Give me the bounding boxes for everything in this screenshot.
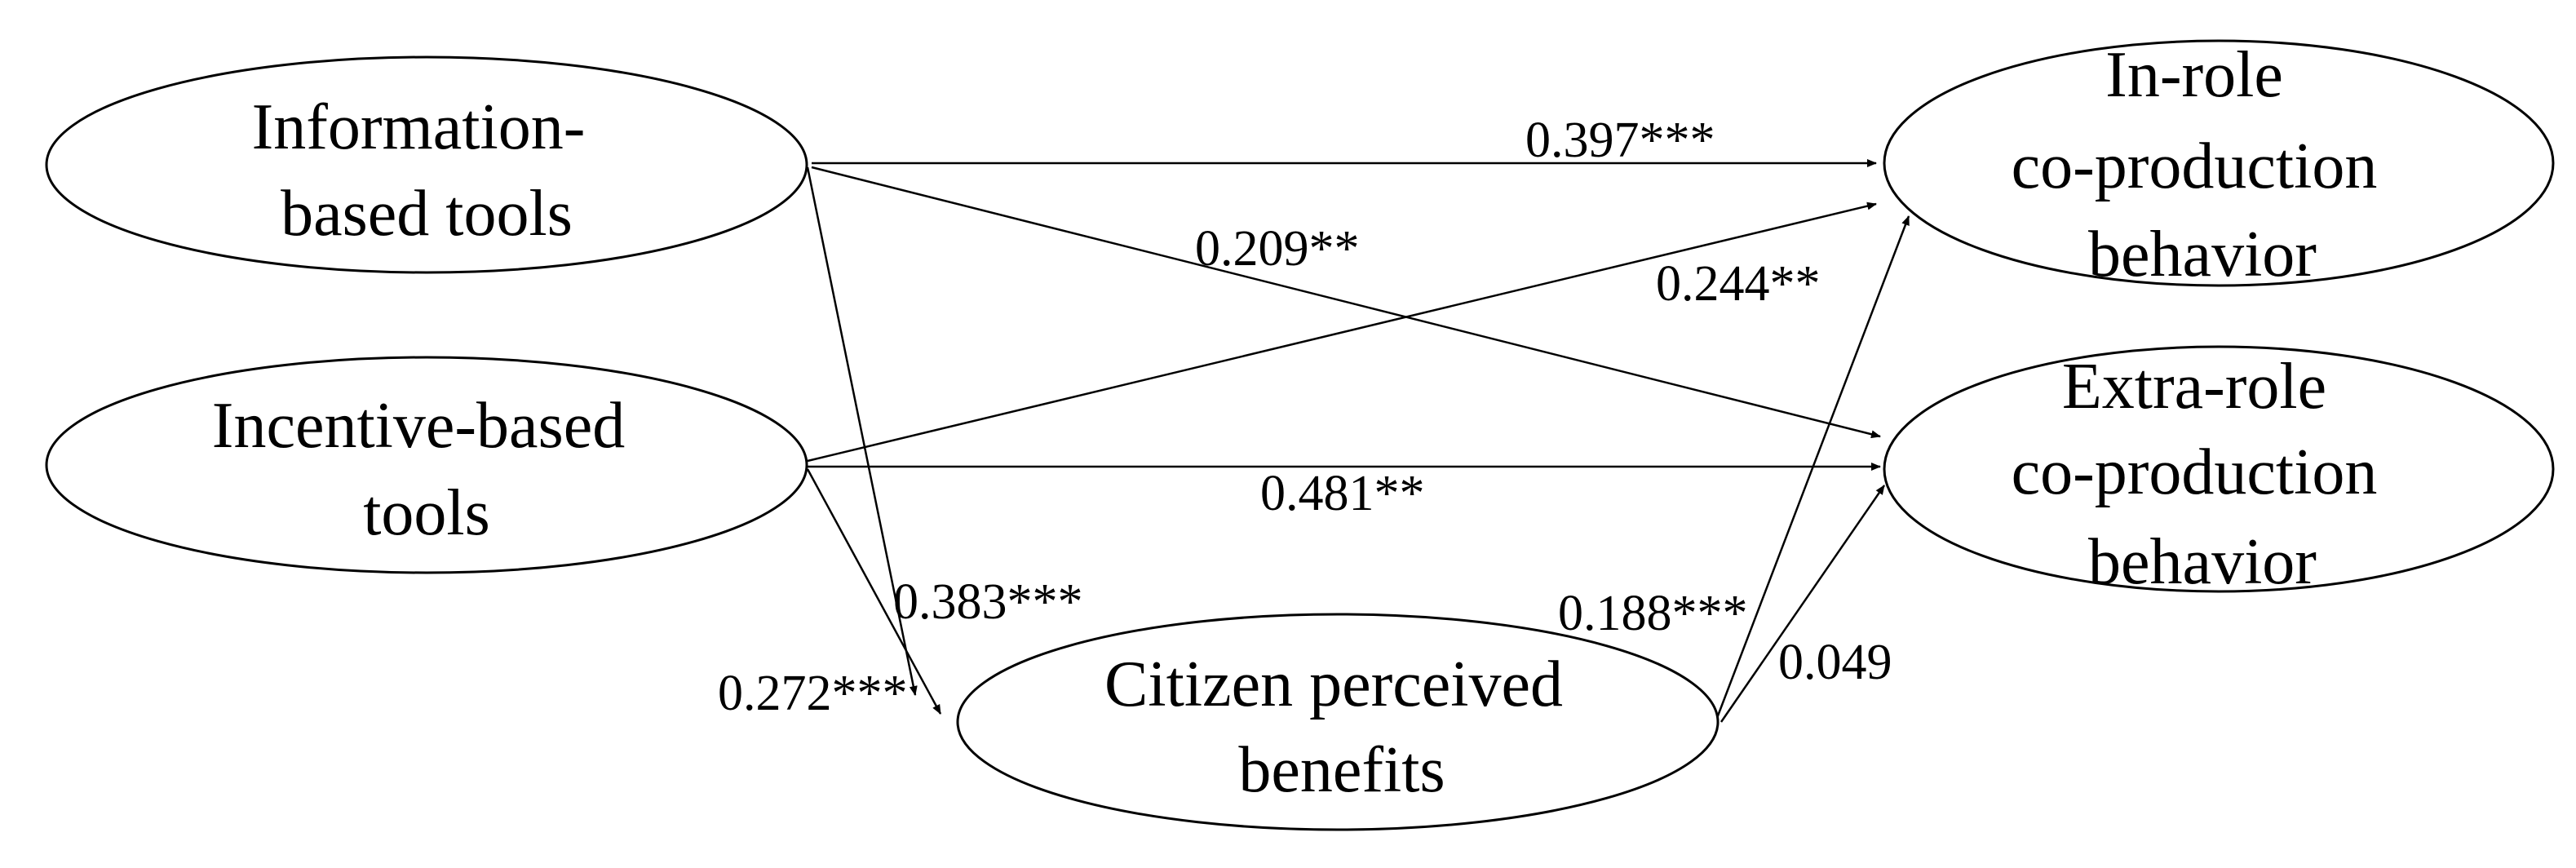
- edge-benefits-to-extrarole: [1720, 485, 1886, 723]
- node-label-line: Citizen perceived: [1104, 649, 1563, 720]
- svg-text:Information- based tools: Information- based tools: [252, 91, 602, 250]
- edges: [806, 159, 1910, 723]
- node-incentive-based-tools: Incentive-based tools: [45, 356, 808, 574]
- coef-benefits-to-extrarole: 0.049: [1778, 635, 1892, 690]
- edge-benefits-to-inrole: [1715, 215, 1910, 719]
- node-label-line: behavior: [2088, 219, 2317, 290]
- edge-incentive-to-inrole: [807, 202, 1877, 463]
- edge-info-to-benefits: [806, 166, 918, 696]
- coef-info-to-inrole: 0.397***: [1525, 113, 1715, 168]
- node-label-line: based tools: [281, 178, 573, 250]
- coef-info-to-extrarole: 0.209**: [1195, 221, 1360, 277]
- node-label-line: benefits: [1238, 734, 1445, 806]
- coef-info-to-benefits: 0.383***: [893, 574, 1083, 630]
- edge-incentive-to-benefits: [806, 468, 942, 715]
- node-information-based-tools: Information- based tools: [45, 55, 808, 274]
- coef-benefits-to-inrole: 0.188***: [1558, 586, 1748, 641]
- node-label-line: In-role: [2105, 39, 2283, 111]
- coef-incentive-to-benefits: 0.272***: [718, 666, 908, 721]
- svg-text:In-role co-production: In-role co-production behavior: [2012, 39, 2394, 290]
- node-label-line: co-production: [2012, 131, 2378, 202]
- coef-incentive-to-inrole: 0.244**: [1656, 256, 1821, 312]
- node-extra-role-co-production-behavior: Extra-role co-production behavior: [1883, 345, 2555, 598]
- node-label-line: Information-: [252, 91, 586, 163]
- node-label-line: tools: [363, 477, 490, 549]
- node-label-line: behavior: [2088, 526, 2317, 598]
- node-citizen-perceived-benefits: Citizen perceived benefits: [956, 613, 1720, 831]
- svg-text:Extra-role co-production: Extra-role co-production behavior: [2012, 351, 2394, 598]
- coef-incentive-to-extrarole: 0.481**: [1260, 466, 1425, 521]
- svg-text:Incentive-based tools: Incentive-based tools: [212, 390, 641, 549]
- node-label-line: co-production: [2012, 436, 2378, 508]
- svg-text:Citizen perceived benefi: Citizen perceived benefits: [1104, 649, 1579, 806]
- node-in-role-co-production-behavior: In-role co-production behavior: [1883, 39, 2555, 290]
- edge-info-to-extrarole: [811, 166, 1881, 439]
- edge-labels: 0.397*** 0.209** 0.244** 0.481** 0.383**…: [718, 113, 1892, 721]
- node-label-line: Extra-role: [2062, 351, 2326, 423]
- node-label-line: Incentive-based: [212, 390, 625, 462]
